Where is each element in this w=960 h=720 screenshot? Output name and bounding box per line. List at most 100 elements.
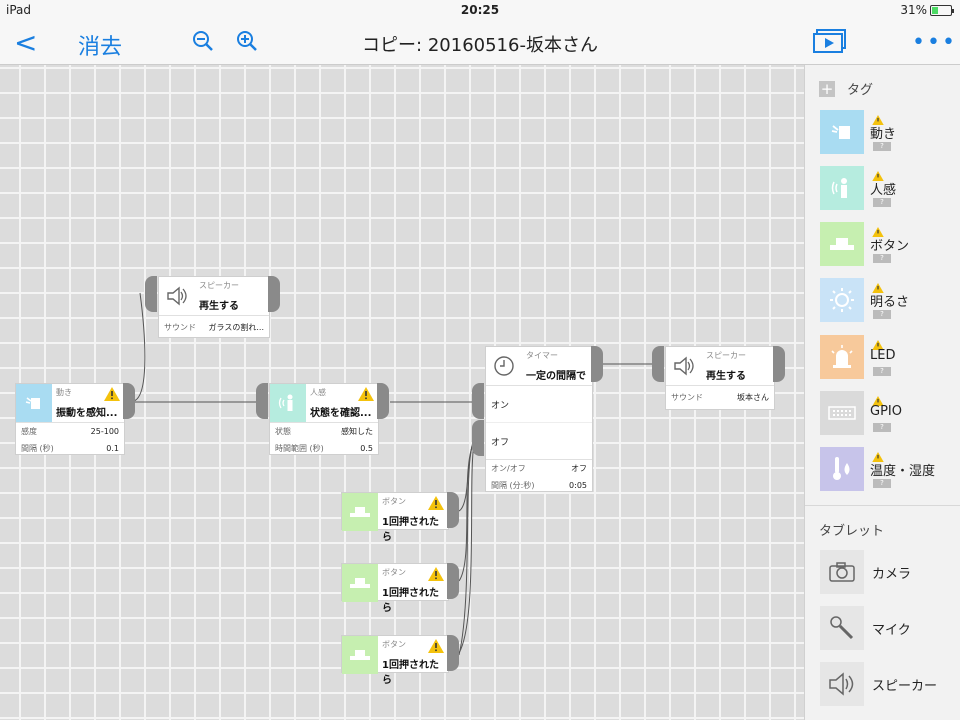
human-sensor-icon	[270, 384, 306, 422]
button-icon	[342, 493, 378, 531]
battery-indicator: 31%	[900, 3, 954, 17]
navigation-bar: < 消去 コピー: 20160516-坂本さん •••	[0, 20, 960, 65]
row-label: 間隔 (分:秒)	[491, 481, 535, 490]
tablet-header: タブレット	[819, 524, 885, 539]
warning-icon	[872, 222, 884, 241]
row-value: 0:05	[569, 481, 587, 490]
output-port[interactable]	[447, 563, 459, 599]
battery-icon	[930, 4, 954, 16]
row-value: 0.5	[360, 444, 373, 453]
battery-level	[932, 6, 938, 14]
speaker-icon	[820, 662, 864, 706]
row-label: サウンド	[164, 323, 196, 332]
block-type: ボタン	[382, 640, 406, 649]
block-name: 一定の間隔で	[526, 371, 586, 382]
block-type: ボタン	[382, 568, 406, 577]
more-options-icon[interactable]: •••	[912, 30, 957, 55]
speaker-block[interactable]: スピーカー 再生する サウンドガラスの割れ...	[158, 276, 270, 338]
back-button[interactable]: <	[14, 26, 38, 59]
button-block[interactable]: ボタン 1回押されたら	[341, 635, 449, 686]
tag-brightness[interactable]: 明るさ ?	[820, 278, 960, 322]
human-sensor-block[interactable]: 人感 状態を確認... 状態感知した 時間範囲 (秒)0.5	[269, 383, 379, 455]
warning-icon	[872, 335, 884, 354]
tablet-speaker[interactable]: スピーカー	[820, 662, 960, 706]
motion-block[interactable]: 動き 振動を感知... 感度 25-100 間隔 (秒) 0.1	[15, 383, 125, 455]
tag-temp-humidity[interactable]: 温度・湿度 ?	[820, 447, 960, 491]
led-icon	[820, 335, 864, 379]
input-port[interactable]	[145, 276, 157, 312]
status-bar: iPad 20:25 31%	[0, 0, 960, 20]
tag-gpio[interactable]: GPIO ?	[820, 391, 960, 435]
row-value: 25-100	[90, 427, 119, 436]
row-label: 感度	[21, 427, 37, 436]
warning-icon	[358, 387, 374, 404]
tag-badge: ?	[873, 479, 891, 488]
block-name: 振動を感知...	[56, 408, 118, 419]
tags-header: + タグ	[819, 79, 873, 98]
output-port[interactable]	[447, 492, 459, 528]
block-name: 再生する	[199, 301, 239, 312]
tag-button[interactable]: ボタン ?	[820, 222, 960, 266]
block-type: スピーカー	[199, 281, 239, 290]
tag-badge: ?	[873, 310, 891, 319]
speaker-icon	[159, 277, 195, 315]
warning-icon	[428, 639, 444, 656]
zoom-out-icon[interactable]	[192, 30, 214, 56]
speaker-block[interactable]: スピーカー 再生する サウンド坂本さん	[665, 346, 775, 410]
output-port[interactable]	[591, 346, 603, 382]
warning-icon	[428, 496, 444, 513]
speaker-icon	[666, 347, 702, 385]
row-value: 0.1	[106, 444, 119, 453]
timer-block[interactable]: タイマー 一定の間隔で オン オフ オン/オフオフ 間隔 (分:秒)0:05	[485, 346, 593, 492]
tag-badge: ?	[873, 254, 891, 263]
button-block[interactable]: ボタン 1回押されたら	[341, 492, 449, 543]
tag-led[interactable]: LED ?	[820, 335, 960, 379]
run-slideshow-icon[interactable]	[812, 28, 848, 60]
palette-sidebar: + タグ 動き ? 人感 ? ボタン ? 明るさ ? LED ? GPIO ?	[804, 65, 960, 720]
motion-icon	[820, 110, 864, 154]
clock-icon	[486, 347, 522, 385]
row-value: 坂本さん	[737, 393, 769, 402]
input-port[interactable]	[256, 383, 268, 419]
tags-header-label: タグ	[847, 83, 874, 98]
add-tag-icon[interactable]: +	[819, 79, 835, 98]
tag-badge: ?	[873, 423, 891, 432]
button-icon	[342, 564, 378, 602]
tag-label: ボタン	[870, 239, 910, 254]
gpio-icon	[820, 391, 864, 435]
tablet-label: カメラ	[872, 567, 912, 582]
tag-label: 明るさ	[870, 295, 910, 310]
warning-icon	[872, 447, 884, 466]
tablet-microphone[interactable]: マイク	[820, 606, 960, 650]
input-port-on[interactable]	[472, 383, 484, 419]
output-port[interactable]	[773, 346, 785, 382]
warning-icon	[104, 387, 120, 404]
tag-label: LED	[870, 348, 896, 363]
delete-button[interactable]: 消去	[78, 35, 123, 60]
warning-icon	[428, 567, 444, 584]
warning-icon	[872, 391, 884, 410]
output-port[interactable]	[123, 383, 135, 419]
tablet-label: スピーカー	[872, 679, 938, 694]
page-title: コピー: 20160516-坂本さん	[362, 35, 598, 56]
button-block[interactable]: ボタン 1回押されたら	[341, 563, 449, 614]
output-port[interactable]	[377, 383, 389, 419]
block-name: 再生する	[706, 371, 746, 382]
human-sensor-icon	[820, 166, 864, 210]
zoom-in-icon[interactable]	[236, 30, 258, 56]
off-input-label: オフ	[491, 438, 510, 448]
block-name: 状態を確認...	[310, 408, 372, 419]
tag-motion[interactable]: 動き ?	[820, 110, 960, 154]
tag-human-sensor[interactable]: 人感 ?	[820, 166, 960, 210]
row-label: オン/オフ	[491, 464, 526, 473]
output-port[interactable]	[268, 276, 280, 312]
block-type: 動き	[56, 388, 72, 397]
input-port-off[interactable]	[472, 420, 484, 456]
row-label: 間隔 (秒)	[21, 444, 54, 453]
tablet-camera[interactable]: カメラ	[820, 550, 960, 594]
microphone-icon	[820, 606, 864, 650]
row-value: 感知した	[341, 427, 373, 436]
output-port[interactable]	[447, 635, 459, 671]
input-port[interactable]	[652, 346, 664, 382]
block-name: 1回押されたら	[382, 660, 439, 686]
